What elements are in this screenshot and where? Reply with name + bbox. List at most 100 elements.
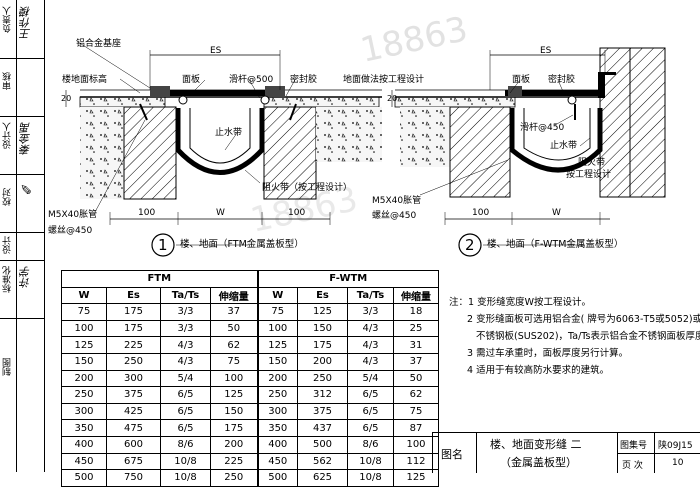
label-sealant-1: 密封胶 [290,75,318,85]
table-cell: 150 [61,352,107,371]
table-cell: 425 [106,402,161,421]
table-cell: 475 [106,419,161,437]
dim-100-1: 100 [138,208,156,218]
table-cell: 500 [61,469,107,487]
label-waterstop-2: 止水带 [550,141,578,151]
table-cell: 200 [61,369,107,388]
table-cell: 4/3 [160,352,211,371]
label-panel-1: 面板 [182,75,201,85]
table-cell: 250 [106,352,161,371]
table-cell: 375 [106,386,161,404]
note-line: 2 变形缝面板可选用铝合金( 牌号为6063-T5或5052)或 [467,314,700,325]
table-cell: 200 [210,435,258,454]
side-row-review: 负责人 王作模 [0,0,44,59]
col-header: Es [297,286,348,305]
label-fireproof-2b: 按工程设计 [566,170,612,180]
table-cell: 450 [256,452,298,471]
note-line: 不锈钢板(SUS202)，Ta/Ts表示铝合金不锈钢面板厚度。 [476,331,700,342]
drawing-subtitle: （金属盖板型） [500,456,577,469]
dim-es-1: ES [210,46,222,56]
table-cell: 500 [256,469,298,487]
table-cell: 200 [297,352,348,371]
table-cell: 250 [256,386,298,404]
table-cell: 312 [297,386,348,404]
table-cell: 175 [210,419,258,437]
label-slide-1: 滑杆@500 [229,75,274,85]
table-cell: 100 [393,435,439,454]
atlas-label: 图集号 [620,441,648,451]
label-slide-2: 滑杆@450 [520,123,565,133]
table-cell: 150 [210,402,258,421]
table-cell: 4/3 [347,352,394,371]
table-cell: 125 [297,303,348,321]
table-cell: 600 [106,435,161,454]
label-sealant-2: 密封胶 [548,75,576,85]
table-cell: 400 [256,435,298,454]
table-cell: 8/6 [347,435,394,454]
table-cell: 437 [297,419,348,437]
dim-100-2: 100 [472,208,490,218]
table-cell: 10/8 [160,452,211,471]
table-cell: 18 [393,303,439,321]
detail-2-callout-circle [458,233,482,257]
dim-es-2: ES [540,46,552,56]
table-cell: 3/3 [160,303,211,321]
table-cell: 250 [210,469,258,487]
label-per-design: 地面做法按工程设计 [343,75,425,85]
table-cell: 3/3 [160,319,211,338]
table-cell: 562 [297,452,348,471]
table-cell: 250 [61,386,107,404]
table-cell: 100 [210,369,258,388]
table-cell: 5/4 [347,369,394,388]
table-cell: 10/8 [160,469,211,487]
table-cell: 6/5 [160,386,211,404]
table-cell: 6/5 [160,402,211,421]
table-cell: 50 [210,319,258,338]
detail-1-number: 1 [158,236,168,254]
table-cell: 225 [106,336,161,354]
label-waterstop-1: 止水带 [215,128,243,138]
label-bolt2-1: 螺丝@450 [48,226,93,236]
table-cell: 375 [297,402,348,421]
side-row-designer: 设计人 秦金禹 [0,116,44,175]
table-cell: 500 [297,435,348,454]
page-number: 10 [672,458,684,468]
table-cell: 6/5 [347,386,394,404]
label-bolt-2: M5X40胀管 [372,196,422,206]
table-cell: 400 [61,435,107,454]
table-cell: 125 [210,386,258,404]
title-block: 图名 楼、地面变形缝 二 （金属盖板型） 图集号 陕09J15 页 次 10 [432,432,700,473]
table-cell: 175 [106,319,161,338]
side-row-design: 设计 [0,232,44,261]
table-cell: 4/3 [347,319,394,338]
detail-2-caption: 楼、地面（F-WTM金属盖板型） [487,239,624,250]
table-cell: 175 [106,303,161,321]
table-cell: 175 [297,336,348,354]
table-cell: 75 [256,303,298,321]
table-cell: 150 [297,319,348,338]
table-cell: 100 [61,319,107,338]
detail-1-caption: 楼、地面（FTM金属盖板型） [180,239,304,250]
detail-drawings [65,41,666,257]
side-row-standard: 标准化 许学 [0,260,44,319]
table-cell: 8/6 [160,435,211,454]
table-cell: 625 [297,469,348,487]
dim-100-1b: 100 [288,208,306,218]
dimension-table: FTM F-WTM W Es Ta/Ts 伸缩量 W Es Ta/Ts 伸缩量 … [61,270,439,487]
col-header: W [256,286,298,305]
table-cell: 200 [256,369,298,388]
col-header: Ta/Ts [160,286,211,305]
dim-20-2: 20 [387,94,398,103]
side-row-check: 审核 [0,58,44,117]
side-row-proof: 校对 ✎ [0,174,44,233]
dim-w-2: W [552,208,561,218]
page-label: 页 次 [622,461,643,471]
